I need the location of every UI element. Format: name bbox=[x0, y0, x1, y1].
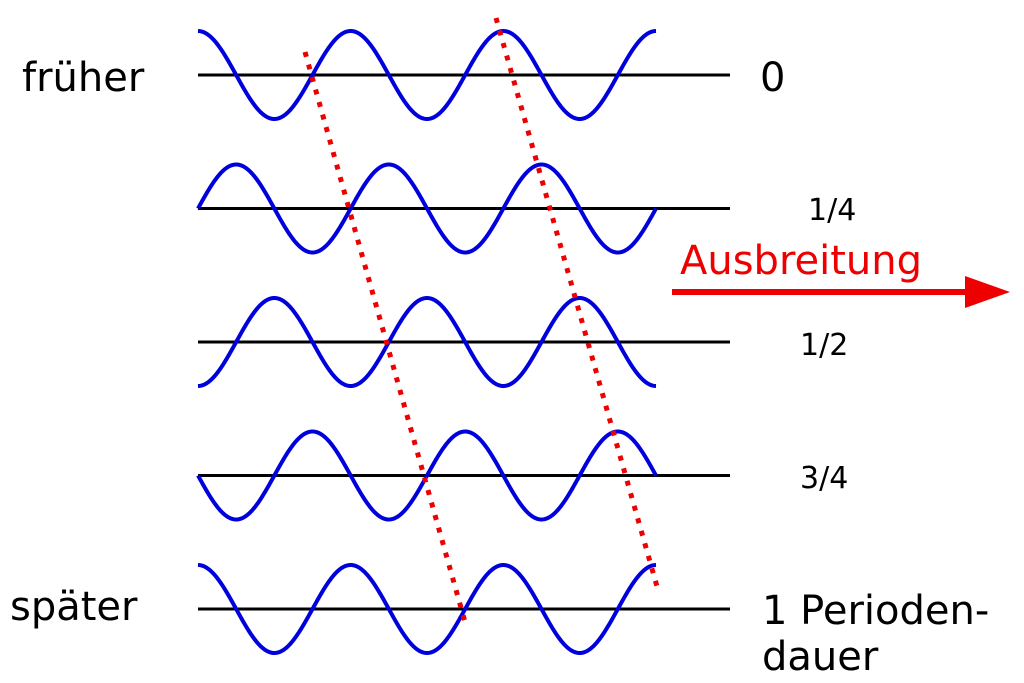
time-label-0: 0 bbox=[760, 55, 785, 101]
wave-curve bbox=[197, 296, 657, 388]
propagation-arrow-icon bbox=[672, 276, 1010, 308]
wave-curves bbox=[196, 29, 658, 655]
time-label-period-cont: dauer bbox=[762, 634, 879, 680]
phase-line-2 bbox=[493, 17, 661, 591]
label-earlier: früher bbox=[22, 55, 145, 101]
label-later: später bbox=[10, 584, 138, 630]
time-label-quarter: 1/4 bbox=[808, 193, 856, 228]
time-label-three-quarter: 3/4 bbox=[800, 461, 848, 496]
wave-curve bbox=[196, 162, 658, 255]
phase-line-1 bbox=[302, 51, 468, 623]
phase-tracking-lines bbox=[302, 17, 661, 623]
wave-curve bbox=[197, 563, 657, 655]
wave-curve bbox=[197, 29, 657, 121]
time-label-one-period: 1 Perioden- bbox=[762, 588, 989, 634]
label-propagation: Ausbreitung bbox=[680, 238, 922, 284]
time-label-half: 1/2 bbox=[800, 328, 848, 363]
wave-curve bbox=[196, 429, 658, 522]
